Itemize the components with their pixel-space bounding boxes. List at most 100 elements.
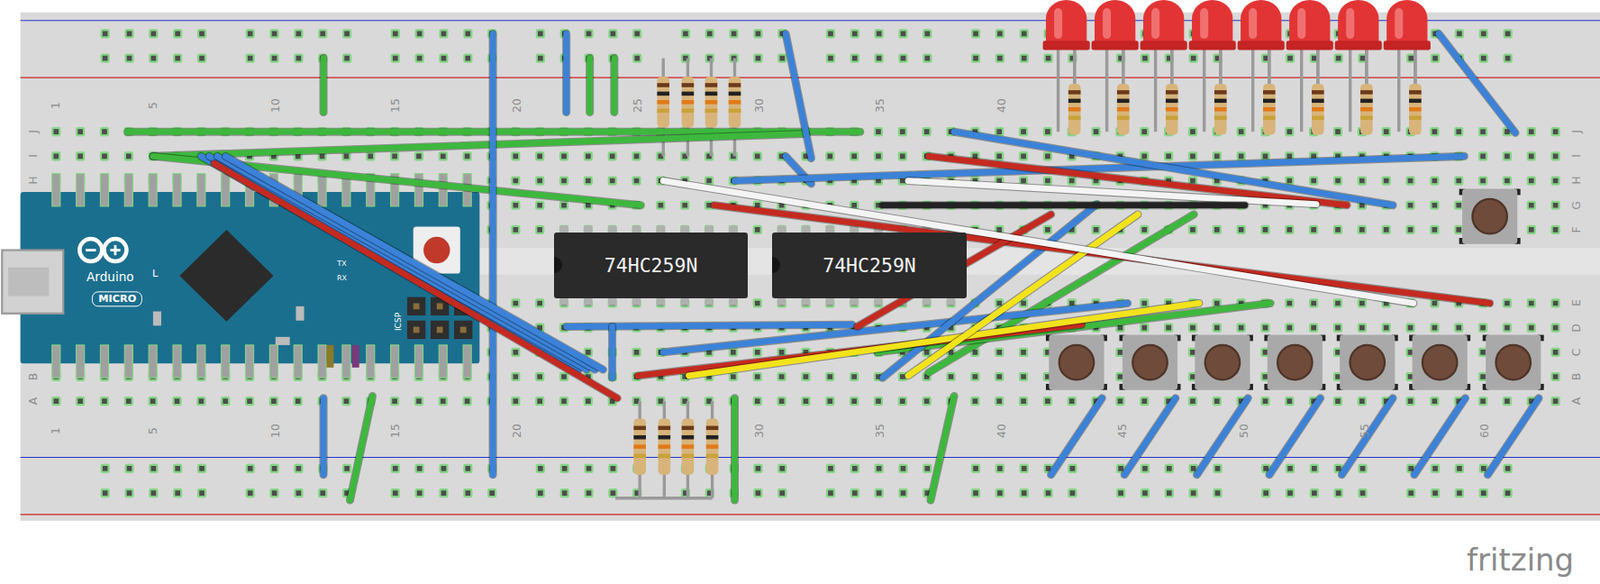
breadboard-hole [511,226,519,234]
breadboard-hole [173,54,182,63]
resistor-band [658,444,672,449]
breadboard-hole [1020,29,1028,37]
breadboard-hole [1044,397,1052,405]
row-letter: G [1571,200,1582,210]
breadboard-hole [826,372,834,381]
breadboard-hole [536,226,544,234]
breadboard-hole [996,489,1004,497]
breadboard-hole [536,464,545,473]
jumper-wire [731,398,738,500]
breadboard-hole [1190,489,1198,497]
breadboard-hole [536,489,545,497]
resistor-band [1409,99,1422,104]
breadboard-hole [1262,226,1270,234]
breadboard-hole [1237,127,1246,136]
breadboard-hole [1335,489,1343,497]
push-button [1267,335,1323,391]
breadboard-hole [294,464,302,473]
breadboard-hole [1334,127,1342,136]
breadboard-hole [440,489,448,497]
led-rim [1189,40,1237,50]
led-lead [1251,46,1255,132]
resistor-band [1311,115,1325,120]
resistor-band [1068,99,1082,104]
breadboard-hole [996,29,1004,37]
breadboard-hole [536,397,544,405]
breadboard-hole [1334,299,1342,307]
breadboard-hole [100,152,109,160]
resistor-band [681,109,695,114]
breadboard-hole [1407,54,1415,63]
jumper-wire [225,155,603,370]
usb-connector [1,250,64,314]
breadboard-hole [1480,489,1488,497]
breadboard-hole [874,127,882,136]
breadboard-hole [1527,152,1536,160]
breadboard-hole [125,152,133,160]
breadboard-hole [1479,397,1487,405]
resistor-symbol [1263,83,1276,136]
breadboard-hole [1430,299,1438,307]
breadboard-hole [126,489,134,497]
breadboard-hole [318,29,327,37]
jumper-wire [563,33,570,112]
resistor-band [1068,107,1082,112]
header-pin [463,345,472,378]
breadboard-hole [416,489,424,497]
breadboard-hole [536,152,544,160]
reset-button [423,236,450,264]
breadboard-hole [584,348,592,356]
led-body [1337,0,1379,47]
smd-part [326,345,334,368]
column-number: 55 [1359,423,1371,438]
resistor-band [681,435,695,440]
breadboard-hole [173,29,182,37]
led-highlight [1151,8,1160,39]
breadboard-hole [609,152,617,160]
breadboard-hole [1407,397,1415,405]
breadboard-hole [511,397,519,405]
wire-outline [562,33,571,112]
breadboard-hole [1480,29,1488,37]
resistor-band [706,435,719,440]
breadboard-hole [560,372,568,381]
breadboard-hole [778,397,786,405]
breadboard-hole [996,54,1004,63]
wire-outline [663,181,1414,304]
breadboard-hole [1503,397,1511,405]
led-highlight [1054,8,1063,39]
column-number: 35 [874,423,886,438]
breadboard-hole [536,201,544,210]
breadboard-hole [1358,299,1366,307]
breadboard-hole [681,201,689,210]
resistor-band [1214,90,1228,95]
breadboard-hole [1309,299,1318,307]
smd-part [295,306,304,321]
smd-part [275,336,291,346]
breadboard-hole [1503,152,1511,160]
push-button [1059,345,1095,381]
breadboard-hole [149,54,157,63]
model-badge: MICRO [91,290,143,307]
resistor-band [1165,107,1179,112]
push-button [1472,199,1508,235]
breadboard-hole [850,372,858,381]
breadboard-hole [391,29,400,37]
resistor-symbol [681,418,695,474]
resistor-band [1360,99,1373,104]
breadboard-hole [198,54,206,63]
breadboard-hole [463,464,472,473]
icsp-pin [436,327,444,334]
row-letter: I [1571,154,1582,158]
wire-outline [608,327,617,379]
header-pin [172,173,182,207]
breadboard-hole [1430,127,1438,136]
breadboard-hole [149,489,157,497]
breadboard-hole [511,201,519,210]
breadboard-hole [1044,177,1052,185]
breadboard-hole [1140,299,1148,307]
breadboard-hole [1454,127,1463,136]
breadboard-hole [754,464,762,473]
breadboard-hole [1141,489,1149,497]
breadboard-hole [52,127,60,136]
